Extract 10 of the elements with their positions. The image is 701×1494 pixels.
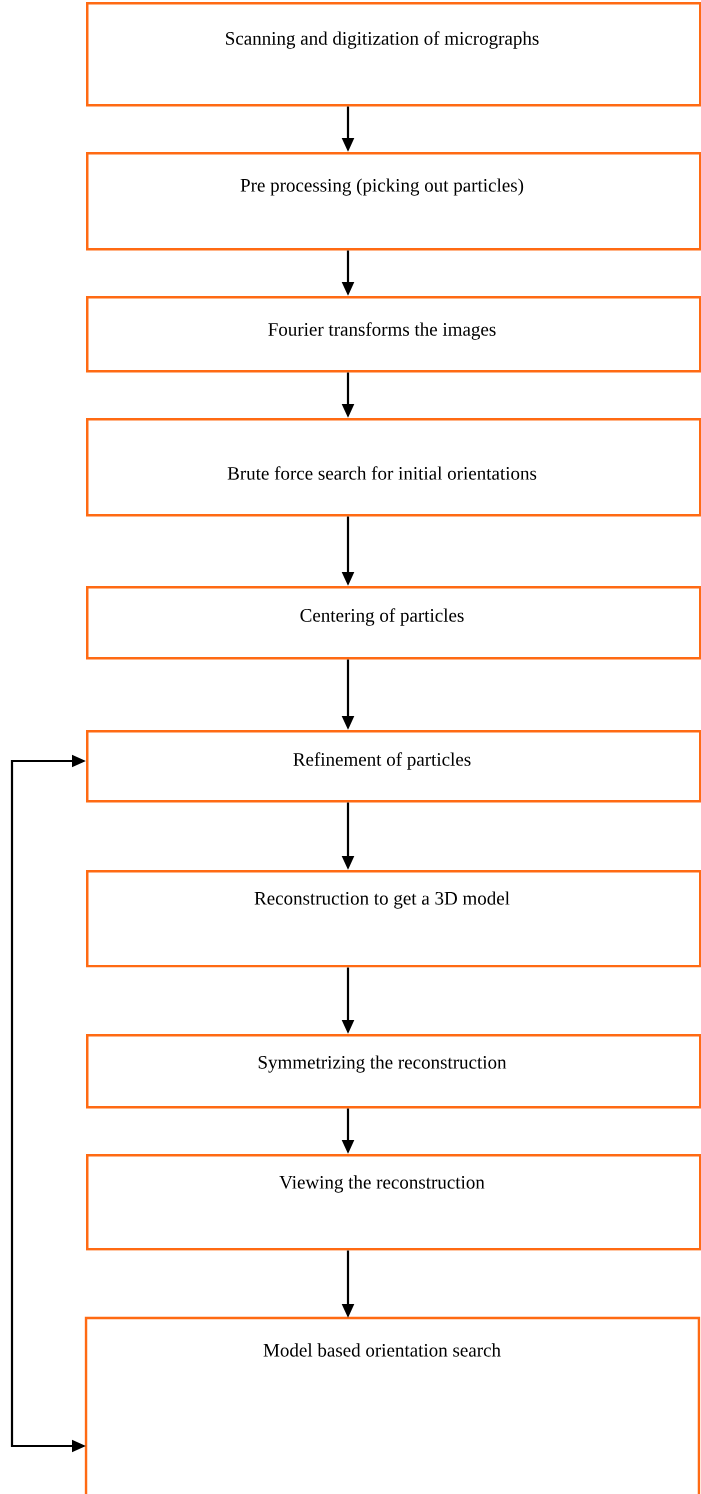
process-box: Symmetrizing the reconstruction bbox=[86, 1034, 701, 1109]
process-box: Brute force search for initial orientations bbox=[86, 418, 701, 517]
process-box: Fourier transforms the images bbox=[86, 296, 701, 373]
process-box: Scanning and digitization of micrographs bbox=[86, 2, 701, 107]
process-box: Pre processing (picking out particles) bbox=[86, 152, 701, 251]
process-box: Reconstruction to get a 3D model bbox=[86, 870, 701, 968]
process-box: Centering of particles bbox=[86, 586, 701, 660]
process-box: Model based orientation search bbox=[84, 1316, 701, 1494]
process-box: Refinement of particles bbox=[86, 730, 701, 803]
process-box: Viewing the reconstruction bbox=[86, 1154, 701, 1251]
